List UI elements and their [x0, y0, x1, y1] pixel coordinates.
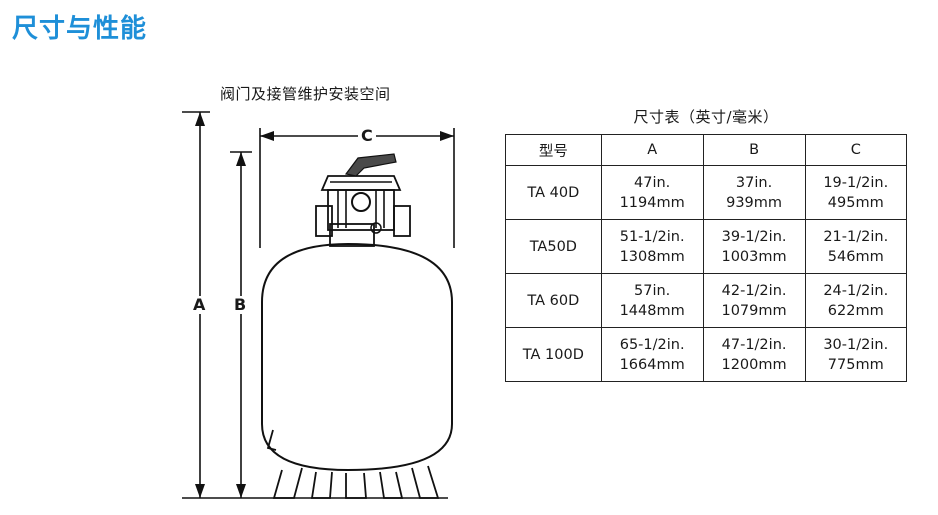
cell-c: 30-1/2in. 775mm [804, 327, 908, 382]
cell-model: TA50D [505, 219, 602, 274]
header-b: B [702, 134, 806, 166]
cell-c-mm: 622mm [827, 302, 884, 319]
cell-b-mm: 1200mm [721, 356, 787, 373]
table-row: TA 40D 47in. 1194mm 37in. 939mm 19-1/2in. 4… [505, 165, 908, 220]
cell-c: 21-1/2in. 546mm [804, 219, 908, 274]
c-arrow-left [260, 131, 274, 141]
cell-a-inches: 47in. [634, 174, 671, 191]
filter-drawing [182, 111, 455, 499]
table-row: TA 60D 57in. 1448mm 42-1/2in. 1079mm 24-1/… [505, 273, 908, 328]
cell-c-inches: 21-1/2in. [823, 228, 889, 245]
valve-handle [344, 153, 397, 177]
b-arrow-top [236, 152, 246, 166]
cell-model: TA 100D [505, 327, 602, 382]
cell-b-inches: 42-1/2in. [721, 282, 787, 299]
cell-c-inches: 24-1/2in. [823, 282, 889, 299]
header-a: A [600, 134, 704, 166]
a-arrow-bottom [195, 484, 205, 498]
b-arrow-bottom [236, 484, 246, 498]
a-arrow-top [195, 112, 205, 126]
cell-b-mm: 1079mm [721, 302, 787, 319]
cell-a-mm: 1448mm [619, 302, 685, 319]
dimension-label-c: C [358, 127, 376, 145]
cell-model: TA 60D [505, 273, 602, 328]
table-header-row: 型号 A B C [505, 134, 908, 166]
cell-c-mm: 495mm [827, 194, 884, 211]
c-arrow-right [440, 131, 454, 141]
page-title: 尺寸与性能 [12, 14, 148, 44]
cell-a-mm: 1194mm [619, 194, 685, 211]
valve-port-left [315, 205, 333, 237]
table-caption: 尺寸表（英寸/毫米） [633, 108, 779, 126]
cell-c: 24-1/2in. 622mm [804, 273, 908, 328]
cell-b: 39-1/2in. 1003mm [702, 219, 806, 274]
cell-b: 37in. 939mm [702, 165, 806, 220]
cell-a-mm: 1664mm [619, 356, 685, 373]
base-leg [345, 472, 367, 499]
valve-port-right [393, 205, 411, 237]
base-leg [272, 467, 303, 499]
cell-b-mm: 1003mm [721, 248, 787, 265]
table-row: TA 100D 65-1/2in.1664mm 47-1/2in.1200mm … [505, 327, 908, 382]
cell-b-inches: 37in. [735, 174, 773, 191]
cell-c-inches: 19-1/2in. [823, 174, 889, 191]
filter-dimension-diagram: 阀门及接管维护安装空间 A B C [170, 78, 470, 508]
cell-a: 65-1/2in. 1664mm [600, 327, 704, 382]
cell-c-inches: 30-1/2in. [823, 336, 889, 353]
base-leg [379, 471, 404, 499]
cell-b: 42-1/2in. 1079mm [702, 273, 806, 328]
pressure-gauge [370, 222, 382, 234]
cell-a-inches: 65-1/2in. [619, 336, 685, 353]
cell-model: TA 40D [505, 165, 602, 220]
cell-a-inches: 51-1/2in. [619, 228, 685, 245]
drain-plug [266, 429, 277, 451]
cell-a: 51-1/2in. 1308mm [600, 219, 704, 274]
valve-neck [329, 223, 375, 247]
cell-c: 19-1/2in. 495mm [804, 165, 908, 220]
base-leg [411, 465, 440, 499]
cell-a-mm: 1308mm [619, 248, 685, 265]
cell-a-inches: 57in. [634, 282, 671, 299]
header-model: 型号 [505, 134, 602, 166]
valve-center-ring [351, 192, 371, 212]
cell-c-mm: 546mm [827, 248, 884, 265]
tank-body [261, 242, 453, 472]
dimension-label-a: A [190, 296, 209, 314]
base-leg [310, 471, 333, 499]
cell-a: 57in. 1448mm [600, 273, 704, 328]
cell-b-inches: 47-1/2in. [721, 336, 787, 353]
dimension-label-b: B [231, 296, 250, 314]
cell-a: 47in. 1194mm [600, 165, 704, 220]
clearance-caption: 阀门及接管维护安装空间 [220, 85, 391, 103]
cell-b: 47-1/2in. 1200mm [702, 327, 806, 382]
table-row: TA50D 51-1/2in. 1308mm 39-1/2in. 1003mm 21… [505, 219, 908, 274]
header-c: C [804, 134, 908, 166]
cell-b-inches: 39-1/2in. [721, 228, 787, 245]
cell-b-mm: 939mm [726, 194, 783, 211]
cell-c-mm: 775mm [827, 356, 884, 373]
valve-cap [320, 175, 402, 191]
dimension-table: 型号 A B C TA 40D 47in. 1194mm 37in. 939mm 1… [505, 134, 908, 382]
